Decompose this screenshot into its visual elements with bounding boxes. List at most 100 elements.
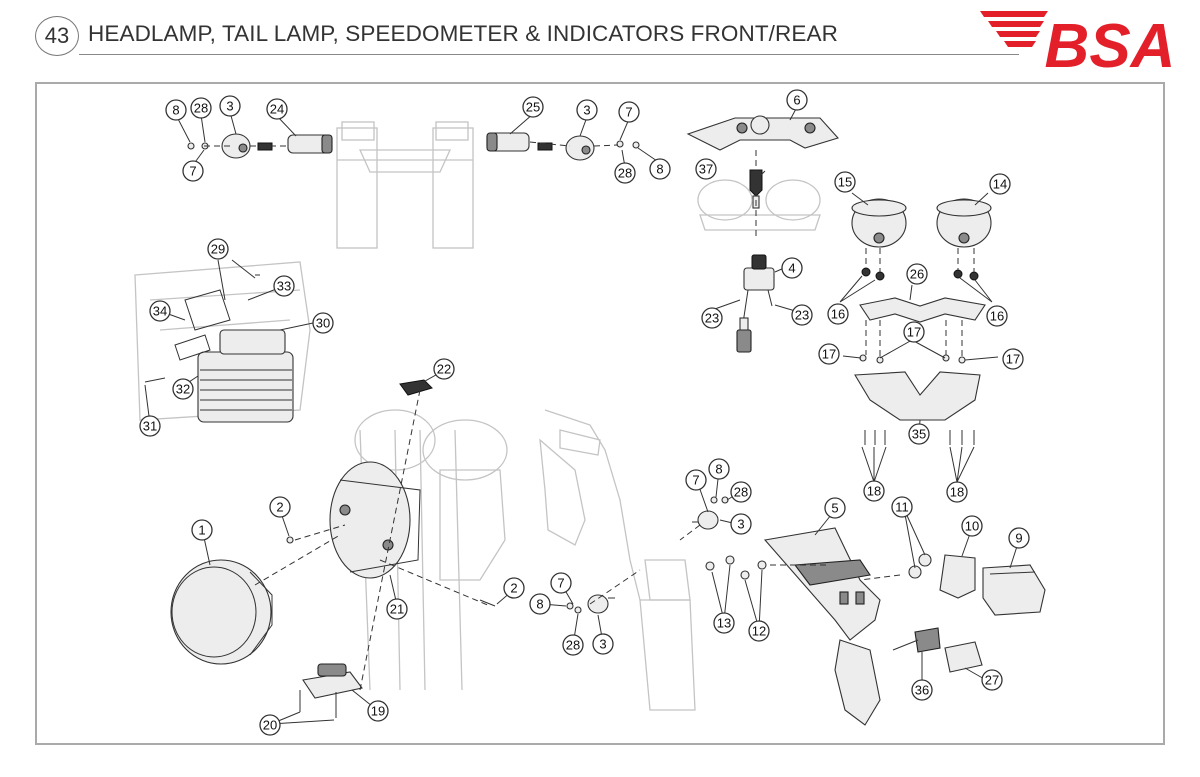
svg-text:30: 30 [316,316,330,331]
ignition-switch [736,254,775,353]
callout-17: 17 [1002,348,1024,370]
callout-30: 30 [312,312,334,334]
callout-29: 29 [207,238,229,260]
callout-18: 18 [946,481,968,503]
svg-text:1: 1 [198,523,205,538]
svg-text:3: 3 [583,103,590,118]
callout-8: 8 [529,593,551,615]
callout-36: 36 [911,679,933,701]
tail-lamp-nuts [908,553,932,579]
callout-27: 27 [981,669,1003,691]
svg-text:17: 17 [822,347,836,362]
callout-21: 21 [386,598,408,620]
svg-text:28: 28 [618,166,632,181]
svg-text:26: 26 [910,267,924,282]
callout-2: 2 [503,577,525,599]
rear-left-indicator [566,594,615,614]
callout-31: 31 [139,415,161,437]
callout-33: 33 [273,275,295,297]
callout-35: 35 [908,423,930,445]
callout-20: 20 [259,714,281,736]
svg-text:16: 16 [831,307,845,322]
instrument-cover [686,115,839,151]
callout-17: 17 [903,321,925,343]
svg-text:15: 15 [838,175,852,190]
callout-8: 8 [165,99,187,121]
tail-lamp-lens [982,564,1046,616]
headlamp-unit [170,559,273,665]
logo-wings-icon [980,11,1048,47]
callout-8: 8 [708,458,730,480]
leader-lines [144,106,1020,725]
callout-37: 37 [695,158,717,180]
front-right-indicator [486,132,640,161]
svg-text:34: 34 [153,304,167,319]
svg-text:2: 2 [276,500,283,515]
svg-text:28: 28 [734,485,748,500]
callout-22: 22 [433,358,455,380]
handlebar-forks-ghost [336,121,474,249]
gauge-ghosts [697,179,821,231]
callout-23: 23 [701,307,723,329]
lower-gauge-mount [854,354,981,445]
page-title: HEADLAMP, TAIL LAMP, SPEEDOMETER & INDIC… [88,21,838,46]
svg-text:17: 17 [1006,352,1020,367]
headlamp-bowl [329,461,421,579]
callout-24: 24 [266,98,288,120]
callout-3: 3 [219,95,241,117]
callout-5: 5 [824,497,846,519]
callout-15: 15 [834,171,856,193]
callout-23: 23 [791,304,813,326]
svg-text:35: 35 [912,427,926,442]
svg-text:31: 31 [143,419,157,434]
headlamp-bracket-lower [299,663,363,718]
svg-text:4: 4 [788,261,795,276]
svg-text:5: 5 [831,501,838,516]
svg-text:8: 8 [536,597,543,612]
svg-text:14: 14 [993,177,1007,192]
callout-17: 17 [818,343,840,365]
callout-19: 19 [367,700,389,722]
svg-text:9: 9 [1015,531,1022,546]
svg-text:8: 8 [656,162,663,177]
callout-7: 7 [182,160,204,182]
callout-13: 13 [713,612,735,634]
headlamp-bracket-top [399,379,433,396]
svg-text:13: 13 [717,616,731,631]
callout-3: 3 [730,513,752,535]
callout-3: 3 [576,99,598,121]
callout-1: 1 [191,519,213,541]
svg-text:7: 7 [557,576,564,591]
svg-text:33: 33 [277,279,291,294]
svg-text:8: 8 [172,103,179,118]
callout-16: 16 [827,303,849,325]
callout-2: 2 [269,496,291,518]
callout-28: 28 [190,97,212,119]
svg-text:37: 37 [699,162,713,177]
tachometer-gauge [936,198,992,248]
frame-neck-ghost [539,409,641,601]
assembly-dash-lines [204,141,975,691]
svg-text:18: 18 [950,485,964,500]
svg-text:12: 12 [752,624,766,639]
reflector [944,641,983,673]
rear-right-indicator [692,496,729,530]
title-underline [79,54,1019,55]
callout-4: 4 [781,257,803,279]
svg-text:21: 21 [390,602,404,617]
svg-text:29: 29 [211,242,225,257]
svg-text:11: 11 [895,500,909,515]
svg-text:18: 18 [867,484,881,499]
svg-text:10: 10 [965,519,979,534]
callout-11: 11 [891,496,913,518]
callout-3: 3 [592,633,614,655]
svg-text:20: 20 [263,718,277,733]
callout-7: 7 [685,469,707,491]
engine-inset [134,261,311,423]
callout-18: 18 [863,480,885,502]
callout-26: 26 [906,263,928,285]
callout-9: 9 [1008,527,1030,549]
svg-text:2: 2 [510,581,517,596]
number-plate-lamp [892,627,941,653]
